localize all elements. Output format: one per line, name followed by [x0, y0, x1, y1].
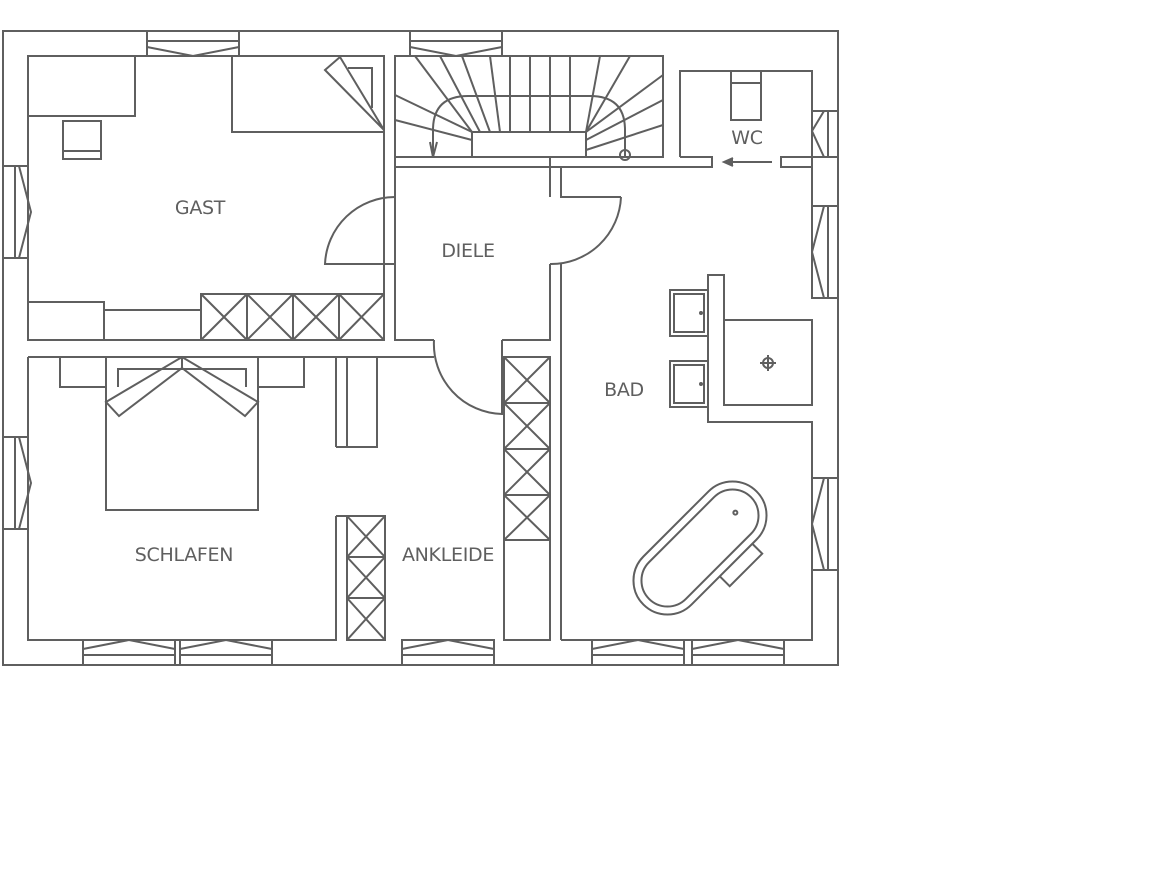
- wardrobe-icon: [503, 356, 551, 641]
- sink-icon: [669, 289, 709, 337]
- toilet-icon: [730, 70, 762, 121]
- wardrobe-icon: [336, 515, 386, 641]
- wardrobe-icon: [200, 293, 385, 341]
- flow-arrow-icon: [721, 157, 772, 167]
- room-label-bad: BAD: [604, 379, 644, 401]
- bathtub-icon: [632, 480, 768, 616]
- room-ankleide: [336, 356, 551, 641]
- bed-icon: [104, 355, 260, 511]
- room-label-wc: WC: [731, 127, 762, 149]
- room-label-schlafen: SCHLAFEN: [135, 544, 233, 566]
- window-icon: [2, 30, 839, 666]
- sink-icon: [669, 360, 709, 408]
- shower-drain-icon: [760, 355, 776, 371]
- staircase-icon: [394, 55, 664, 161]
- room-label-diele: DIELE: [441, 240, 494, 262]
- room-label-gast: GAST: [175, 197, 226, 219]
- room-bad: [561, 167, 813, 641]
- room-label-ankleide: ANKLEIDE: [402, 544, 494, 566]
- room-diele: [323, 157, 622, 640]
- door-swing-icon: [323, 195, 622, 416]
